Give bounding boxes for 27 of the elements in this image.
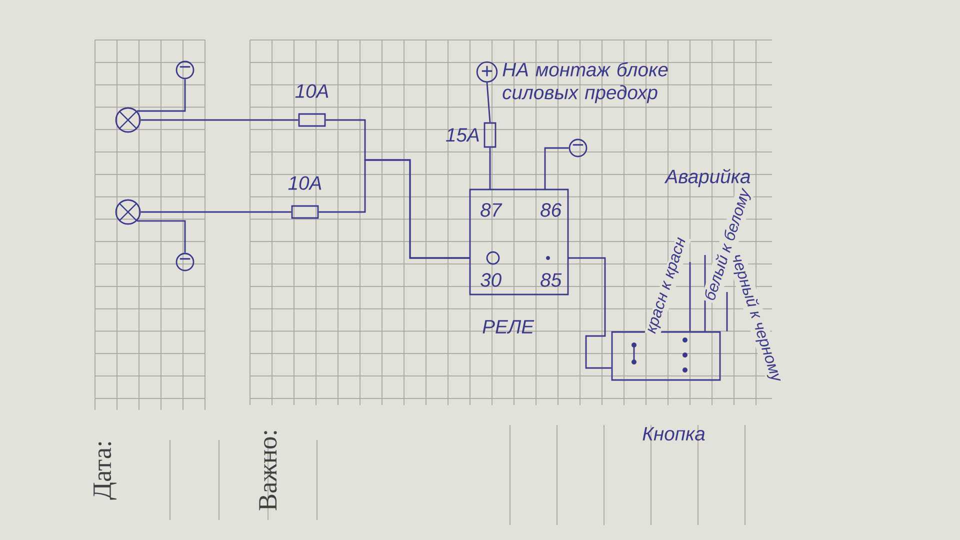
note-text: Аварийка <box>664 168 750 188</box>
wire <box>689 262 691 332</box>
lamp-symbol <box>115 107 141 133</box>
rating-label: 15А <box>446 128 479 142</box>
terminal-number: 87 <box>480 203 502 217</box>
rating-label: 10А <box>288 176 322 190</box>
form-label: Дата: <box>94 442 116 500</box>
button-caption: Кнопка <box>642 427 705 441</box>
form-label: Важно: <box>259 431 277 510</box>
relay-caption: РЕЛЕ <box>482 320 534 334</box>
terminal-number: 30 <box>480 273 502 287</box>
terminal-number: 85 <box>540 273 562 287</box>
wire <box>568 257 612 369</box>
wire <box>137 220 186 253</box>
wire <box>318 159 470 259</box>
wire <box>486 82 491 122</box>
wire <box>726 292 728 332</box>
rating-label: 10А <box>295 84 328 98</box>
wire <box>489 148 491 190</box>
wire-label: красн к красн <box>644 234 692 338</box>
lamp-symbol <box>115 199 141 225</box>
wire <box>137 79 186 112</box>
note-text: НА монтаж блоке силовых предохр <box>502 62 668 104</box>
wire <box>140 211 292 213</box>
wire <box>140 119 298 121</box>
terminal-number: 86 <box>540 203 562 217</box>
wire <box>544 147 569 190</box>
